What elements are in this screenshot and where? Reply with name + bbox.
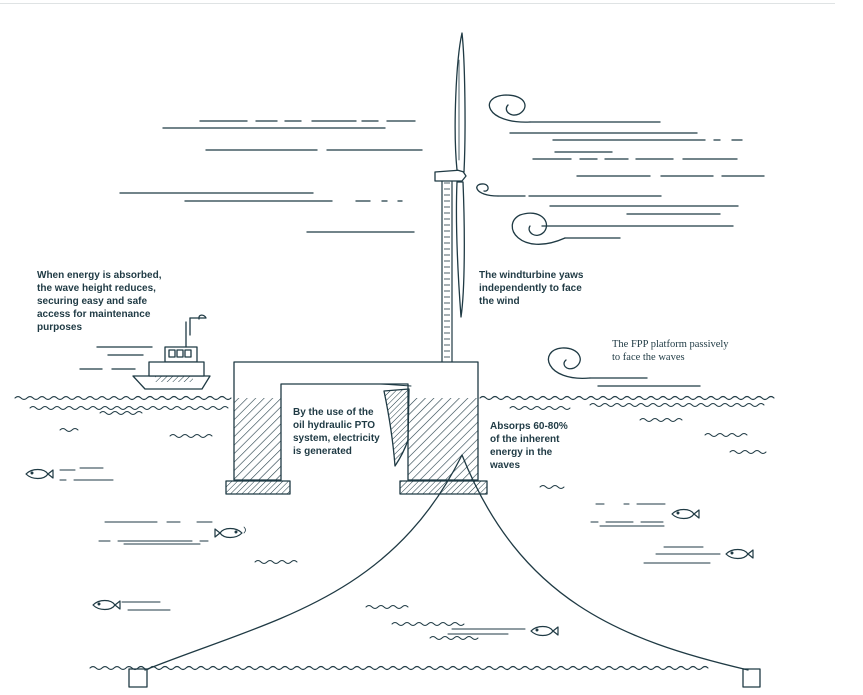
small-waves bbox=[29, 403, 767, 640]
fpp-swirl-icon bbox=[547, 347, 701, 387]
label-pto-system: By the use of the oil hydraulic PTO syst… bbox=[293, 407, 380, 457]
current-lines bbox=[59, 467, 721, 635]
label-turbine-yaw: The windturbine yaws independently to fa… bbox=[479, 270, 584, 307]
label-energy-absorption: Absorps 60-80% of the inherent energy in… bbox=[490, 421, 568, 471]
top-divider bbox=[0, 3, 835, 4]
fish-icon bbox=[25, 468, 754, 637]
wind-swirl-icon bbox=[476, 94, 661, 245]
wind-lines-left bbox=[119, 120, 423, 233]
mooring-lines bbox=[144, 454, 749, 671]
wave-line-icon bbox=[14, 395, 775, 671]
boat-icon bbox=[79, 314, 211, 390]
label-wave-height: When energy is absorbed, the wave height… bbox=[37, 270, 162, 333]
mooring-anchor-icon bbox=[128, 668, 761, 688]
wind-lines-right bbox=[509, 132, 765, 227]
wind-turbine-icon bbox=[434, 32, 467, 364]
label-fpp-platform: The FPP platform passively to face the w… bbox=[612, 339, 729, 363]
